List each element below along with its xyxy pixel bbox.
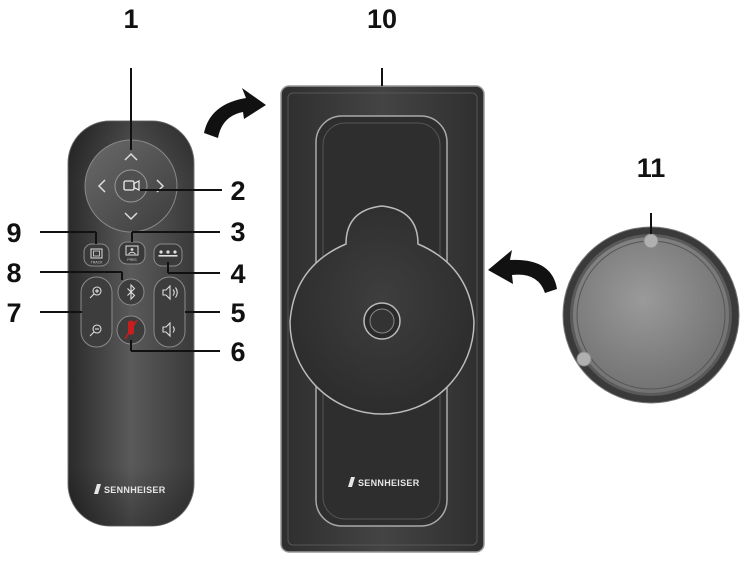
callout-lines	[40, 68, 652, 352]
curved-arrow-icon	[204, 88, 266, 138]
callout-7: 7	[6, 298, 21, 328]
remote-brand-text: SENNHEISER	[104, 485, 166, 495]
svg-text:TRACK: TRACK	[91, 261, 104, 265]
arrow-down-icon[interactable]	[124, 212, 138, 221]
callout-11: 11	[637, 153, 666, 183]
camera-icon[interactable]	[123, 180, 140, 191]
svg-text:PRES: PRES	[127, 258, 137, 262]
callout-9: 9	[6, 218, 21, 248]
callout-5: 5	[230, 298, 245, 328]
zoom-rocker[interactable]	[80, 276, 113, 348]
curved-arrow-icon	[488, 250, 557, 293]
callout-10: 10	[367, 4, 397, 34]
bluetooth-button[interactable]	[117, 278, 145, 306]
callout-1: 1	[123, 4, 138, 34]
charger-brand-text: SENNHEISER	[358, 478, 420, 488]
callout-8: 8	[6, 258, 21, 288]
remote-brand-logo: SENNHEISER	[94, 484, 166, 495]
zoom-out-icon[interactable]	[89, 324, 102, 337]
charging-tray: SENNHEISER	[280, 85, 485, 553]
charger-brand-logo: SENNHEISER	[348, 477, 420, 488]
mute-button[interactable]	[116, 315, 146, 345]
callout-6: 6	[230, 337, 245, 367]
volume-down-icon[interactable]	[162, 321, 175, 338]
volume-rocker[interactable]	[153, 276, 186, 348]
bluetooth-icon	[127, 283, 136, 301]
callout-2: 2	[230, 176, 245, 206]
participants-icon	[158, 250, 178, 257]
frame-button[interactable]: TRACK	[83, 243, 110, 267]
frame-icon	[90, 248, 103, 259]
presenter-button[interactable]: PRES	[118, 241, 146, 265]
arrow-left-icon[interactable]	[97, 179, 106, 193]
camera-cap-slot	[289, 205, 475, 415]
callout-3: 3	[230, 217, 245, 247]
arrow-up-icon[interactable]	[124, 152, 138, 161]
lens-cap	[562, 226, 740, 404]
magnet-dot	[643, 233, 659, 249]
presenter-icon	[125, 245, 139, 256]
volume-up-icon[interactable]	[162, 284, 178, 301]
magnet-dot	[576, 351, 592, 367]
navigation-pad[interactable]	[84, 139, 178, 233]
callout-4: 4	[230, 259, 245, 289]
zoom-in-icon[interactable]	[89, 286, 102, 299]
remote-control: TRACK PRES	[67, 120, 195, 527]
